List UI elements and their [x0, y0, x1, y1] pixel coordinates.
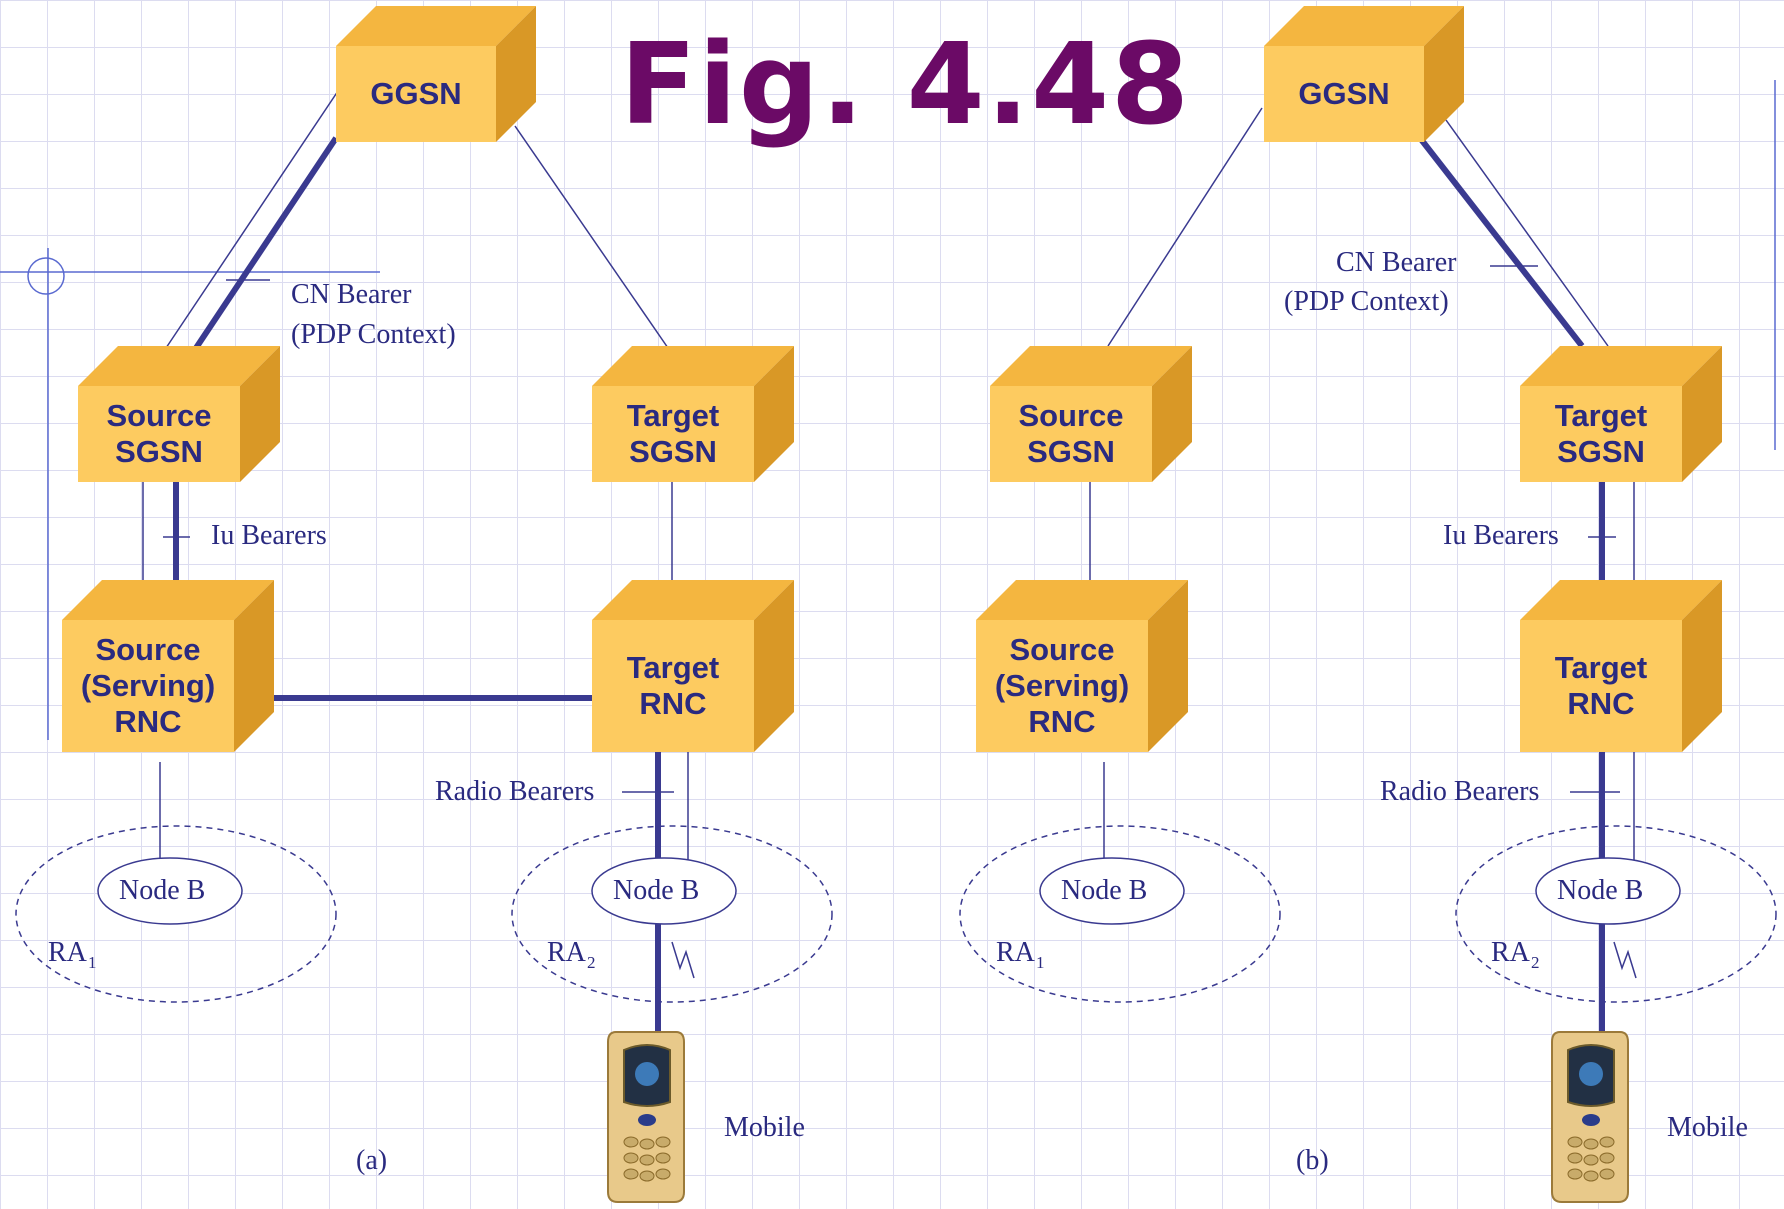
caption-a: (a) — [356, 1145, 387, 1177]
mobile-label-b: Mobile — [1667, 1112, 1748, 1144]
mobile-label-a: Mobile — [724, 1112, 805, 1144]
cn-bearer-label-b: CN Bearer — [1336, 247, 1457, 279]
node-b-1-label-b: Node B — [1061, 875, 1147, 907]
ra1-subscript-b: 1 — [1036, 953, 1045, 973]
target-sgsn-label-b: Target SGSN — [1520, 386, 1682, 482]
node-b-2-label-b: Node B — [1557, 875, 1643, 907]
pdp-context-label-b: (PDP Context) — [1284, 286, 1449, 318]
mobile-phone-icon-a — [608, 1032, 684, 1202]
pdp-context-label-a: (PDP Context) — [291, 319, 456, 351]
radio-bearers-label-b: Radio Bearers — [1380, 776, 1539, 808]
node-b-1-label-a: Node B — [119, 875, 205, 907]
routing-areas — [16, 826, 1776, 1002]
target-rnc-label-b: Target RNC — [1520, 620, 1682, 752]
ra2-subscript-b: 2 — [1531, 953, 1540, 973]
ra2-subscript-a: 2 — [587, 953, 596, 973]
source-sgsn-label-a: Source SGSN — [78, 386, 240, 482]
source-sgsn-label-b: Source SGSN — [990, 386, 1152, 482]
target-rnc-label-a: Target RNC — [592, 620, 754, 752]
ggsn-label-a: GGSN — [336, 46, 496, 142]
figure-title: Fig. 4.48 — [620, 20, 1191, 150]
cn-bearer-label-a: CN Bearer — [291, 279, 412, 311]
iu-bearers-label-a: Iu Bearers — [211, 520, 327, 552]
iu-bearers-label-b: Iu Bearers — [1443, 520, 1559, 552]
node-b-2-label-a: Node B — [613, 875, 699, 907]
source-rnc-label-a: Source (Serving) RNC — [62, 620, 234, 752]
mobile-phone-icon-b — [1552, 1032, 1628, 1202]
source-rnc-label-b: Source (Serving) RNC — [976, 620, 1148, 752]
radio-bearers-label-a: Radio Bearers — [435, 776, 594, 808]
caption-b: (b) — [1296, 1145, 1329, 1177]
target-sgsn-label-a: Target SGSN — [592, 386, 754, 482]
ra1-subscript-a: 1 — [88, 953, 97, 973]
ggsn-label-b: GGSN — [1264, 46, 1424, 142]
